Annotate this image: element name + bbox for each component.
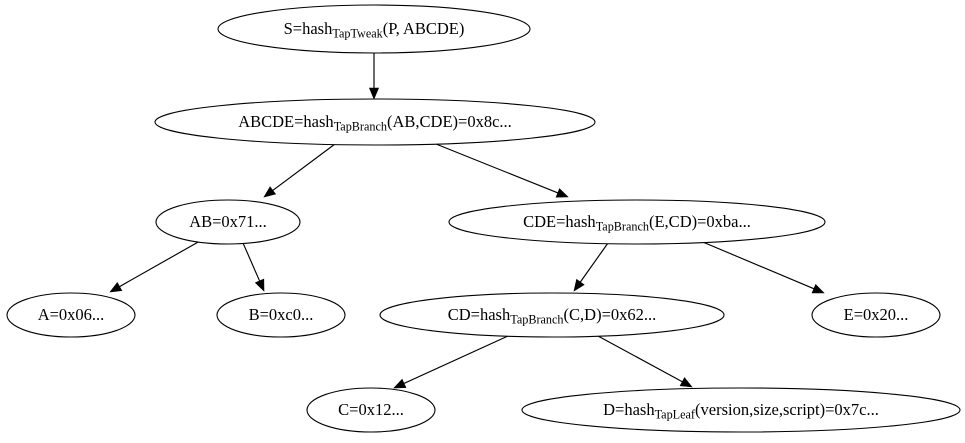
edge-line — [402, 335, 509, 385]
node-label: CD=hashTapBranch(C,D)=0x62... — [448, 305, 657, 327]
node-label: CDE=hashTapBranch(E,CD)=0xba... — [523, 212, 751, 234]
node-b[interactable]: B=0xc0... — [216, 292, 346, 338]
node-label: C=0x12... — [338, 400, 404, 419]
node-label: S=hashTapTweak(P, ABCDE) — [284, 19, 465, 41]
edge-line — [435, 143, 560, 194]
node-s[interactable]: S=hashTapTweak(P, ABCDE) — [217, 4, 531, 54]
edge-line — [271, 143, 336, 192]
arrowhead-icon — [679, 377, 693, 388]
node-outline — [155, 199, 301, 245]
edge-line — [242, 242, 261, 283]
edge-line — [117, 240, 201, 288]
node-d[interactable]: D=hashTapLeaf(version,size,script)=0x7c.… — [521, 387, 961, 433]
node-outline — [379, 292, 725, 338]
node-outline — [217, 4, 531, 54]
node-label: E=0x20... — [844, 305, 909, 324]
node-outline — [216, 292, 346, 338]
edge-abcde-to-cde — [435, 143, 569, 198]
edge-line — [597, 335, 684, 383]
edge-cd-to-d — [597, 335, 693, 388]
edge-ab-to-a — [109, 240, 201, 293]
nodes-layer: S=hashTapTweak(P, ABCDE) ABCDE=hashTapBra… — [6, 4, 961, 433]
edge-cd-to-c — [393, 335, 509, 389]
edge-ab-to-b — [242, 242, 265, 292]
arrowhead-icon — [573, 278, 585, 292]
node-cde[interactable]: CDE=hashTapBranch(E,CD)=0xba... — [448, 199, 826, 245]
node-abcde[interactable]: ABCDE=hashTapBranch(AB,CDE)=0x8c... — [154, 98, 596, 146]
node-label: D=hashTapLeaf(version,size,script)=0x7c.… — [603, 400, 879, 422]
edge-abcde-to-ab — [263, 143, 336, 198]
edge-line — [697, 239, 816, 290]
edge-s-to-abcde — [368, 53, 380, 100]
node-e[interactable]: E=0x20... — [811, 292, 941, 338]
arrowhead-icon — [393, 378, 407, 389]
node-label: ABCDE=hashTapBranch(AB,CDE)=0x8c... — [238, 112, 512, 134]
edge-cde-to-cd — [573, 242, 609, 292]
node-c[interactable]: C=0x12... — [306, 387, 436, 433]
arrowhead-icon — [109, 282, 123, 293]
arrowhead-icon — [555, 188, 569, 198]
edge-cde-to-e — [697, 239, 825, 294]
node-outline — [811, 292, 941, 338]
node-a[interactable]: A=0x06... — [6, 292, 136, 338]
arrowhead-icon — [254, 278, 265, 292]
node-outline — [448, 199, 826, 245]
node-label: B=0xc0... — [249, 305, 314, 324]
node-outline — [306, 387, 436, 433]
node-outline — [6, 292, 136, 338]
node-outline — [154, 98, 596, 146]
edges-layer — [109, 53, 825, 389]
arrowhead-icon — [263, 186, 277, 198]
node-cd[interactable]: CD=hashTapBranch(C,D)=0x62... — [379, 292, 725, 338]
node-outline — [521, 387, 961, 433]
node-label: A=0x06... — [38, 305, 105, 324]
node-label: AB=0x71... — [189, 212, 267, 231]
arrowhead-icon — [811, 283, 825, 294]
edge-line — [579, 242, 609, 284]
arrowhead-icon — [368, 87, 380, 100]
node-ab[interactable]: AB=0x71... — [155, 199, 301, 245]
